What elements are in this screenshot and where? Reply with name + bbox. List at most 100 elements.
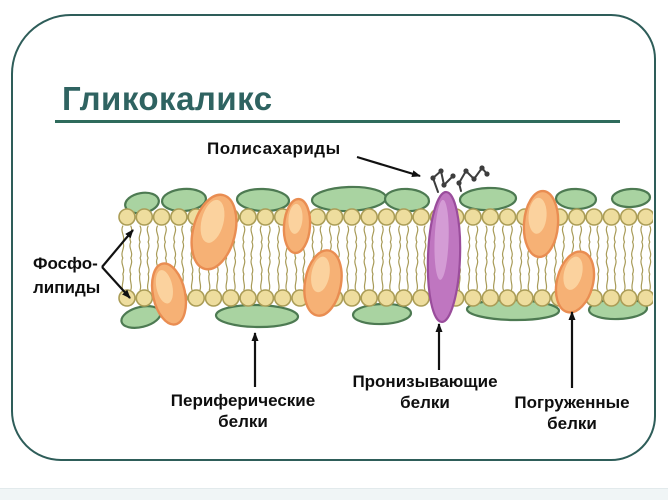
lipid-head-icon [464,208,482,226]
green-oval-icon [310,185,388,213]
label-peripheral-proteins: Периферические белки [158,390,328,432]
label-polysaccharides: Полисахариды [207,139,341,158]
label-transmembrane-proteins: Пронизывающие белки [340,371,510,413]
lipid-head-icon [619,289,638,307]
lipid-tail-icon [363,225,367,291]
lipid-head-icon [343,289,361,307]
label-peripheral-line1: Периферические [170,391,316,410]
green-oval-icon [458,186,518,212]
lipid-tail-icon [346,225,350,291]
polysaccharide-chains [430,165,490,193]
lipid-tail-icon [423,225,427,291]
label-phospholipids: Фосфо- липиды [33,252,100,300]
lipid-head-icon [464,289,482,307]
label-peripheral-line2: белки [218,412,268,431]
lipid-head-icon [619,208,638,226]
lipid-head-icon [516,289,534,307]
lipid-tail-icon [121,225,125,291]
lipid-head-icon [377,208,396,226]
lipid-tail-icon [492,225,496,291]
green-oval-icon [610,187,652,209]
lipid-head-icon [394,208,413,226]
lipid-head-icon [325,208,344,226]
lipid-tail-icon [388,225,392,291]
lipid-tail-icon [406,225,410,291]
orange-protein-icon [303,249,343,317]
lipid-head-icon [637,208,653,226]
lipid-tail-icon [277,225,280,291]
lipid-head-icon [498,289,517,307]
lipid-head-icon [118,208,136,226]
lipid-head-icon [239,289,257,307]
arrow-polysaccharides [356,155,421,178]
orange-protein-embedded-target [554,250,596,314]
lipid-head-icon [360,208,379,226]
lipid-head-icon [360,289,379,307]
lipid-tail-icon [380,225,384,291]
label-phospholipids-line1: Фосфо- [33,254,98,273]
transmembrane-protein [426,190,462,324]
lipid-tail-icon [242,225,246,291]
arrow-phospholipids-top [101,229,134,268]
lipid-head-icon [498,208,517,226]
lipid-head-icon [256,289,275,307]
lipid-head-icon [412,208,430,226]
embedded-proteins [150,189,596,326]
lipid-tail-icon [648,225,652,291]
lipid-head-icon [585,208,603,226]
lipid-head-icon [412,289,430,307]
lipid-tail-icon [146,225,150,291]
lipid-tail-icon [129,225,133,291]
lipid-tail-icon [267,225,271,291]
lipid-head-icon [135,289,154,307]
label-phospholipids-line2: липиды [33,278,101,297]
lipid-tail-icon [613,225,617,291]
orange-protein-icon [150,262,188,326]
lipid-tail-icon [250,225,254,291]
orange-protein-icon [282,197,312,255]
lipid-tail-icon [467,225,471,291]
lipid-head-icon [256,208,275,226]
label-embedded-line1: Погруженные [514,393,630,412]
lipid-head-icon [533,289,552,307]
green-oval-icon [554,187,598,211]
orange-protein-icon [522,189,560,259]
lipid-head-icon [394,289,413,307]
lipid-head-icon [273,289,292,307]
slide-title: Гликокаликс [62,80,273,117]
label-embedded-line2: белки [547,414,597,433]
label-transmembrane-line1: Пронизывающие [352,372,498,391]
lipid-head-icon [204,289,223,307]
lipid-tail-icon [509,225,513,291]
orange-protein-icon [190,193,238,271]
lipid-tail-icon [415,225,419,291]
lipid-head-icon [343,208,361,226]
lipid-tail-icon [354,225,358,291]
lipid-tail-icon [259,225,263,291]
lipid-tail-icon [519,225,523,291]
title-underline [55,120,620,123]
bottom-strip [0,488,668,500]
polysaccharide-chain-icon [432,170,454,193]
lipid-head-icon [170,208,188,226]
lipid-head-icon [481,289,500,307]
lipid-head-icon [239,208,257,226]
lipid-head-icon [152,208,171,226]
lipid-tail-icon [138,225,142,291]
lipid-tail-icon [371,225,375,291]
lipid-tail-icon [181,225,185,291]
label-transmembrane-line2: белки [400,393,450,412]
lipid-tail-icon [484,225,488,291]
lipid-head-icon [377,289,396,307]
lipid-head-icon [602,208,621,226]
label-embedded-proteins: Погруженные белки [487,392,657,434]
lipid-head-icon [602,289,621,307]
lipid-head-icon [187,289,205,307]
lipid-tail-icon [605,225,609,291]
lipid-head-icon [637,289,653,307]
lipid-head-icon [118,289,136,307]
lipid-tail-icon [398,225,402,291]
lipid-tail-icon [501,225,505,291]
membrane [118,165,653,329]
